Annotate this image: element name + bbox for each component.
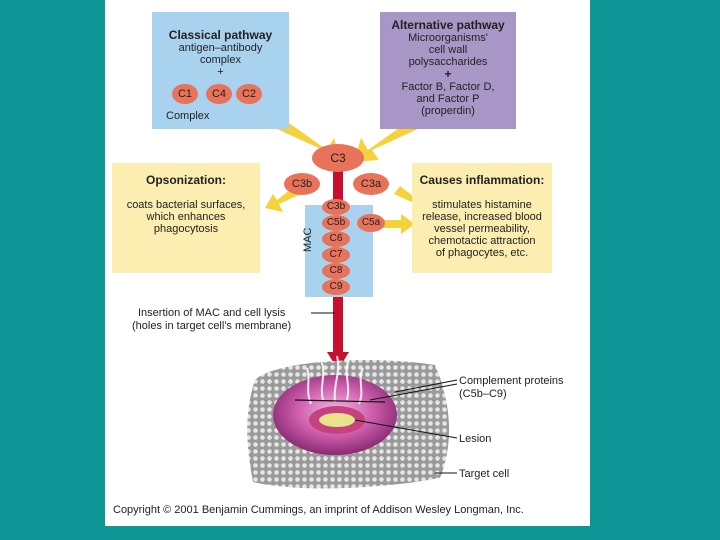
inflammation-box: Causes inflammation: stimulates histamin… (412, 163, 552, 273)
inflammation-title: Causes inflammation: (419, 173, 545, 187)
inflammation-line2: release, increased blood (422, 211, 542, 223)
arrow-c5a-to-inflammation (381, 214, 415, 234)
classical-line2: complex (200, 54, 241, 66)
leader-lesion (354, 419, 458, 439)
alternative-title: Alternative pathway (391, 18, 505, 32)
alternative-line3: polysaccharides (408, 56, 488, 68)
alternative-pathway-box: Alternative pathway Microorganisms' cell… (380, 12, 516, 129)
label-complement-line2: (C5b–C9) (459, 388, 507, 400)
classical-title: Classical pathway (168, 28, 273, 42)
alternative-line6: (properdin) (421, 105, 475, 117)
alternative-plus: + (444, 67, 452, 81)
label-lesion: Lesion (459, 433, 492, 445)
classical-line1: antigen–antibody (178, 42, 263, 54)
diagram-panel: Classical pathway antigen–antibody compl… (105, 0, 590, 526)
c2-oval: C2 (236, 84, 262, 104)
leader-complement-1 (394, 379, 458, 393)
c3b-left-oval: C3b (284, 173, 320, 195)
alternative-line1: Microorganisms' (408, 32, 488, 44)
insertion-line1: Insertion of MAC and cell lysis (138, 307, 286, 319)
opsonization-line3: phagocytosis (153, 223, 219, 235)
c3a-oval: C3a (353, 173, 389, 195)
classical-footer: Complex (166, 110, 210, 122)
label-complement-line1: Complement proteins (459, 375, 564, 387)
opsonization-box: Opsonization: coats bacterial surfaces, … (112, 163, 260, 273)
copyright-text: Copyright © 2001 Benjamin Cummings, an i… (113, 504, 524, 516)
mac-item-c9: C9 (322, 279, 350, 295)
alternative-line2: cell wall (428, 44, 468, 56)
opsonization-title: Opsonization: (146, 173, 226, 187)
c4-oval: C4 (206, 84, 232, 104)
c1-oval: C1 (172, 84, 198, 104)
alternative-line4: Factor B, Factor D, (401, 81, 495, 93)
inflammation-line3: vessel permeability, (434, 223, 530, 235)
mac-item-c6: C6 (322, 231, 350, 247)
label-target-cell: Target cell (459, 468, 510, 480)
leader-complement-2 (369, 383, 458, 401)
inflammation-line4: chemotactic attraction (428, 235, 536, 247)
classical-plus: + (217, 66, 224, 78)
lesion-core (319, 413, 355, 427)
insertion-line2: (holes in target cell's membrane) (132, 320, 292, 332)
c3-oval: C3 (312, 144, 364, 172)
classical-pathway-box: Classical pathway antigen–antibody compl… (152, 12, 289, 129)
diameter-line (294, 399, 386, 403)
mac-item-c3b: C3b (322, 199, 350, 215)
mac-item-c7: C7 (322, 247, 350, 263)
inflammation-line5: of phagocytes, etc. (435, 247, 529, 259)
opsonization-line1: coats bacterial surfaces, (126, 199, 246, 211)
mac-item-c5b: C5b (322, 215, 350, 231)
mac-label: MAC (302, 227, 314, 252)
alternative-line5: and Factor P (416, 93, 480, 105)
inflammation-line1: stimulates histamine (432, 199, 532, 211)
mac-item-c8: C8 (322, 263, 350, 279)
c5a-oval: C5a (357, 214, 385, 232)
opsonization-line2: which enhances (146, 211, 226, 223)
